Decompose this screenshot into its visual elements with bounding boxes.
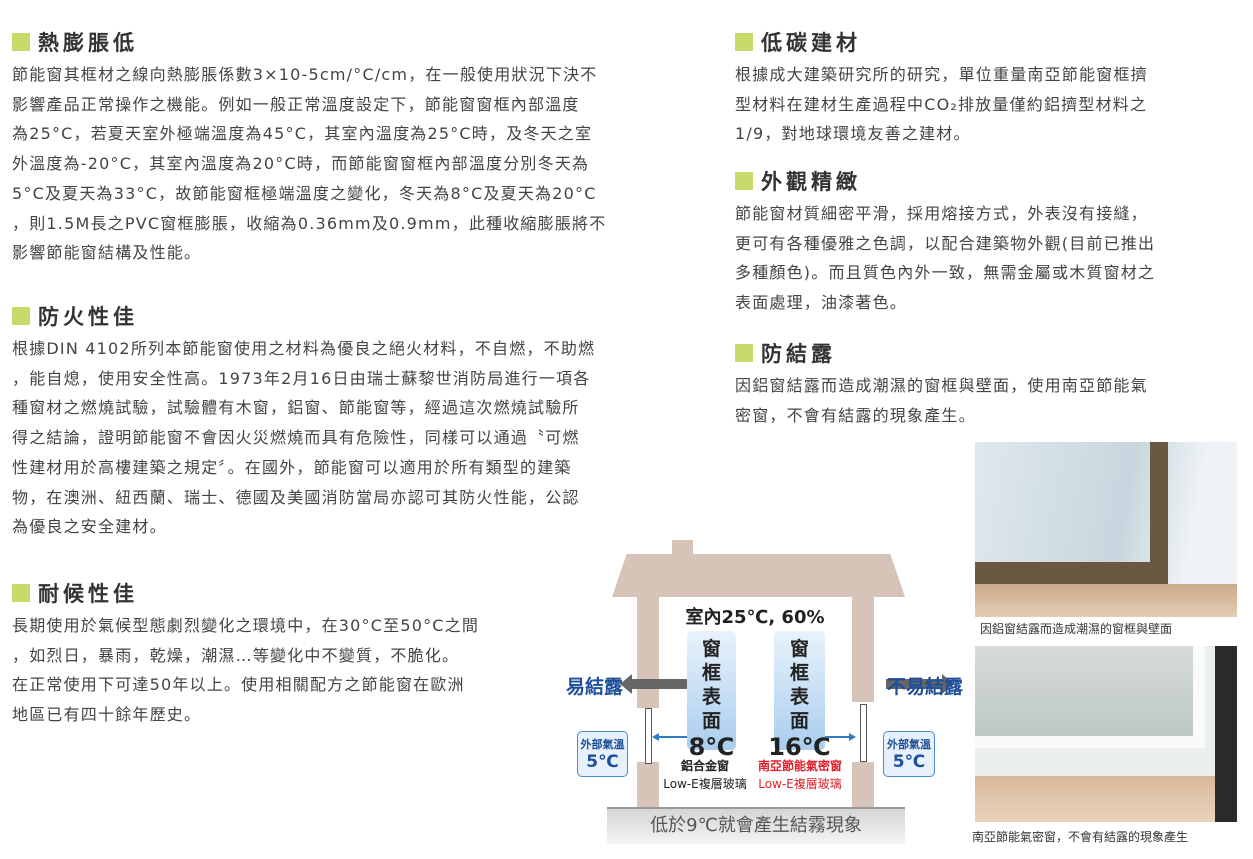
text-line: 表面處理，油漆著色。 xyxy=(735,293,908,313)
section-title: 防結露 xyxy=(761,342,836,366)
section: 耐候性佳長期使用於氣候型態劇烈變化之環境中，在30°C至50°C之間 ，如烈日，暴… xyxy=(12,578,479,730)
chimney xyxy=(672,540,693,556)
text-line: 影響節能窗結構及性能。 xyxy=(12,243,202,263)
text-line: 地區已有四十餘年歷史。 xyxy=(12,705,202,725)
text-line: 多種顏色)。而且質色內外一致，無需金屬或木質窗材之 xyxy=(735,263,1156,283)
section-heading: 防火性佳 xyxy=(12,301,595,331)
bullet-square-icon xyxy=(735,344,753,362)
photo-nanya-window xyxy=(975,646,1237,822)
text-line: 1/9，對地球環境友善之建材。 xyxy=(735,124,971,144)
text-line: 在正常使用下可達50年以上。使用相關配方之節能窗在歐洲 xyxy=(12,675,465,695)
bullet-square-icon xyxy=(735,172,753,190)
right-wall-lower xyxy=(852,762,874,807)
section-body: 根據成大建築研究所的研究，單位重量南亞節能窗框擠型材料在建材生產過程中CO₂排放… xyxy=(735,60,1148,149)
section-body: 因鋁窗結露而造成潮濕的窗框與壁面，使用南亞節能氣密窗，不會有結露的現象產生。 xyxy=(735,371,1148,430)
left-wall-lower xyxy=(637,762,659,807)
text-line: 更可有各種優雅之色調，以配合建築物外觀(目前已推出 xyxy=(735,233,1156,253)
bullet-square-icon xyxy=(12,307,30,325)
section-heading: 低碳建材 xyxy=(735,27,1148,57)
easy-condensation-label: 易結露 xyxy=(566,676,624,698)
text-line: 外溫度為-20°C，其室內溫度為20°C時，而節能窗窗框內部溫度分別冬天為 xyxy=(12,154,590,174)
text-line: 節能窗材質細密平滑，採用熔接方式，外表沒有接縫， xyxy=(735,204,1148,223)
no-condensation-label: 不易結露 xyxy=(887,676,964,698)
section-heading: 耐候性佳 xyxy=(12,578,479,608)
section: 防火性佳根據DIN 4102所列本節能窗使用之材料為優良之絕火材料，不自燃，不助… xyxy=(12,301,595,542)
photo-caption-1: 因鋁窗結露而造成潮濕的窗框與壁面 xyxy=(980,622,1173,636)
text-line: 因鋁窗結露而造成潮濕的窗框與壁面，使用南亞節能氣 xyxy=(735,376,1148,395)
text-line: 長期使用於氣候型態劇烈變化之環境中，在30°C至50°C之間 xyxy=(12,616,480,635)
right-window-glass xyxy=(860,704,867,762)
text-line: ，能自熄，使用安全性高。1973年2月16日由瑞士蘇黎世消防局進行一項各 xyxy=(12,368,591,388)
section-heading: 外觀精緻 xyxy=(735,166,1155,196)
arrows xyxy=(620,674,954,741)
indoor-condition: 室內25℃, 60% xyxy=(685,607,825,628)
section-title: 耐候性佳 xyxy=(38,582,138,606)
section-heading: 防結露 xyxy=(735,338,1148,368)
section-title: 熱膨脹低 xyxy=(38,31,138,55)
section: 防結露因鋁窗結露而造成潮濕的窗框與壁面，使用南亞節能氣密窗，不會有結露的現象產生… xyxy=(735,338,1148,430)
section-title: 外觀精緻 xyxy=(761,170,861,194)
text-line: 5°C及夏天為33°C，故節能窗框極端溫度之變化，冬天為8°C及夏天為20°C xyxy=(12,183,597,203)
text-line: 型材料在建材生產過程中CO₂排放量僅約鋁擠型材料之 xyxy=(735,94,1148,114)
text-line: 為優良之安全建材。 xyxy=(12,517,167,537)
section-body: 長期使用於氣候型態劇烈變化之環境中，在30°C至50°C之間 ，如烈日，暴雨，乾燥… xyxy=(12,611,479,730)
right-arrow-icon xyxy=(886,674,954,694)
section-body: 節能窗材質細密平滑，採用熔接方式，外表沒有接縫， 更可有各種優雅之色調，以配合建築… xyxy=(735,199,1155,318)
text-line: ，則1.5M長之PVC窗框膨脹，收縮為0.36mm及0.9mm，此種收縮膨脹將不 xyxy=(12,213,607,233)
text-line: 為25°C，若夏天室外極端溫度為45°C，其室內溫度為25°C時，及冬天之室 xyxy=(12,124,593,144)
text-line: 物，在澳洲、紐西蘭、瑞士、德國及美國消防當局亦認可其防火性能，公認 xyxy=(12,487,580,507)
left-arrow-icon xyxy=(620,674,687,694)
text-line: 節能窗其框材之線向熱膨脹係數3×10-5cm/°C/cm，在一般使用狀況下決不 xyxy=(12,65,598,84)
text-line: 密窗，不會有結露的現象產生。 xyxy=(735,405,976,425)
section: 外觀精緻節能窗材質細密平滑，採用熔接方式，外表沒有接縫， 更可有各種優雅之色調，以… xyxy=(735,166,1155,318)
left-window-glass xyxy=(645,708,652,764)
section-heading: 熱膨脹低 xyxy=(12,27,606,57)
section-body: 根據DIN 4102所列本節能窗使用之材料為優良之絕火材料，不自燃，不助燃 ，能自… xyxy=(12,334,595,542)
section-body: 節能窗其框材之線向熱膨脹係數3×10-5cm/°C/cm，在一般使用狀況下決不影… xyxy=(12,60,606,268)
section: 低碳建材根據成大建築研究所的研究，單位重量南亞節能窗框擠型材料在建材生產過程中C… xyxy=(735,27,1148,149)
text-line: 得之結論，證明節能窗不會因火災燃燒而具有危險性，同樣可以通過〝可燃 xyxy=(12,428,580,448)
ground-caption: 低於9℃就會產生結霧現象 xyxy=(607,807,905,844)
section-title: 低碳建材 xyxy=(761,31,861,55)
right-wall xyxy=(852,597,874,702)
text-line: ，如烈日，暴雨，乾燥，潮濕…等變化中不變質，不脆化。 xyxy=(12,645,460,665)
bullet-square-icon xyxy=(12,584,30,602)
text-line: 影響產品正常操作之機能。例如一般正常溫度設定下，節能窗窗框內部溫度 xyxy=(12,94,580,114)
text-line: 性建材用於高樓建築之規定〞。在國外，節能窗可以適用於所有類型的建築 xyxy=(12,457,572,477)
text-line: 根據DIN 4102所列本節能窗使用之材料為優良之絕火材料，不自燃，不助燃 xyxy=(12,339,596,358)
section: 熱膨脹低節能窗其框材之線向熱膨脹係數3×10-5cm/°C/cm，在一般使用狀況… xyxy=(12,27,606,268)
photo-caption-2: 南亞節能氣密窗，不會有結露的現象產生 xyxy=(972,830,1189,844)
photo-aluminum-condensation xyxy=(975,442,1237,617)
bullet-square-icon xyxy=(735,33,753,51)
bullet-square-icon xyxy=(12,33,30,51)
text-line: 根據成大建築研究所的研究，單位重量南亞節能窗框擠 xyxy=(735,65,1148,84)
roof xyxy=(612,554,905,597)
section-title: 防火性佳 xyxy=(38,305,138,329)
text-line: 種窗材之燃燒試驗，試驗體有木窗，鋁窗、節能窗等，經過這次燃燒試驗所 xyxy=(12,398,580,418)
